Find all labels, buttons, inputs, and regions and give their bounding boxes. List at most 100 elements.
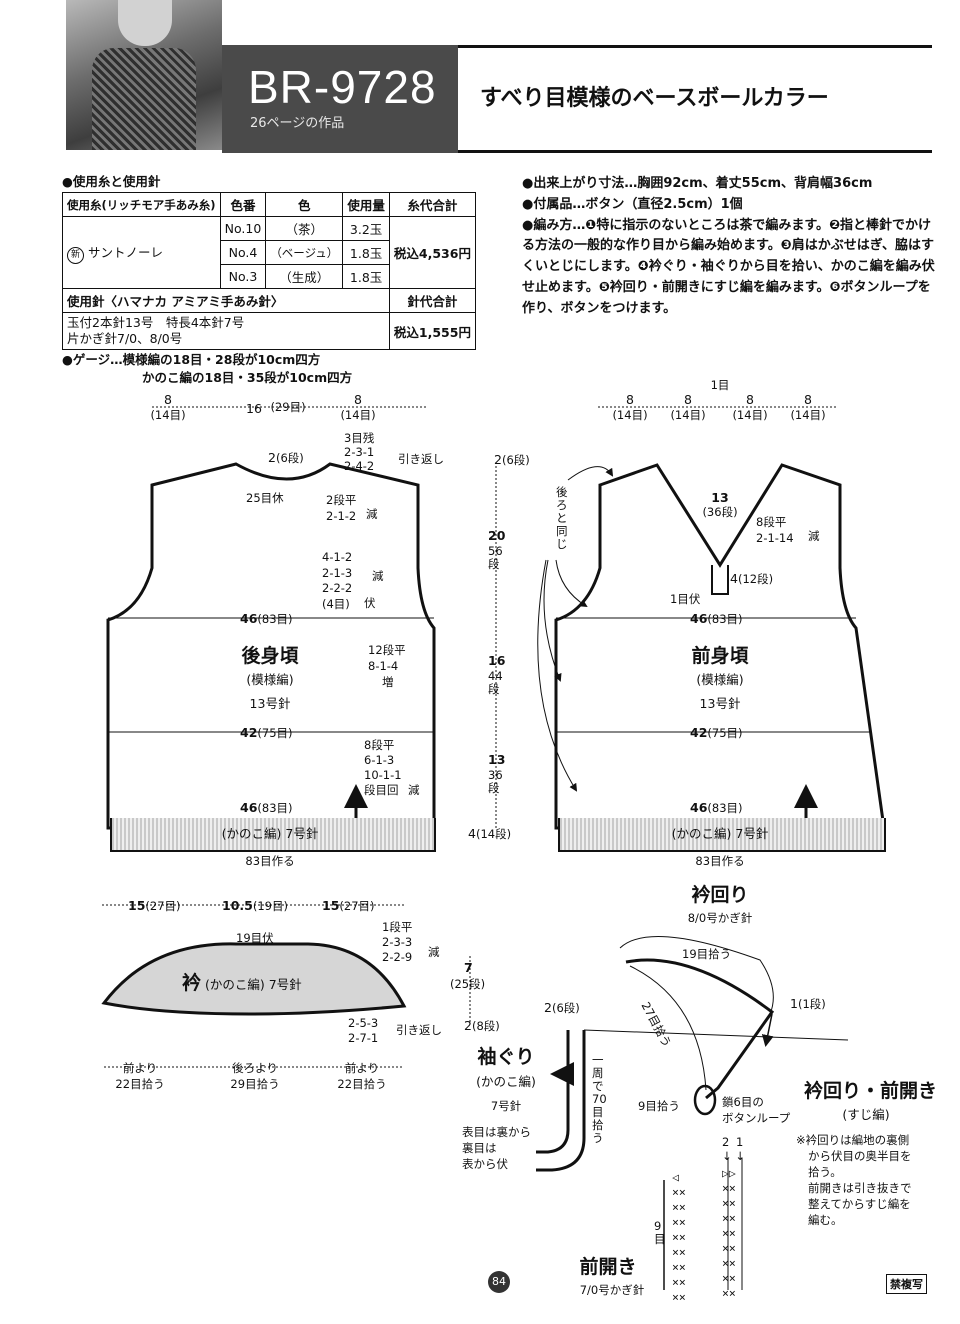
front-waist: 42(75目) bbox=[690, 725, 743, 740]
back-name: 後身頃 bbox=[241, 645, 299, 667]
placket-stitches-right: ▷▷×××××××××××××××× bbox=[722, 1166, 736, 1300]
front-pattern: (模様編) bbox=[696, 672, 744, 687]
front-body-outline bbox=[554, 463, 886, 830]
front-v-bottom: 4(12段) bbox=[730, 571, 774, 586]
back-armhole-bind: 伏 bbox=[364, 596, 376, 610]
yarn-amount: 1.8玉 bbox=[342, 240, 390, 265]
no-copy-stamp: 禁複写 bbox=[886, 1274, 927, 1294]
vdim-waist-cm: 13 bbox=[488, 752, 506, 767]
neckline-pick9: 9目拾う bbox=[638, 1099, 680, 1113]
new-mark: 新 bbox=[67, 246, 84, 264]
yarn-table: 使用糸(リッチモア手あみ糸) 色番 色 使用量 糸代合計 新 サントノーレ No… bbox=[62, 192, 477, 350]
pattern-title: すべり目模様のベースボールカラー bbox=[480, 86, 829, 111]
edge-notes: ※衿回りは編地の裏側 から伏目の奥半目を 拾う。 前開きは引き抜きで 整えてから… bbox=[796, 1133, 912, 1227]
back-rib: (かのこ編) 7号針 bbox=[221, 826, 319, 841]
neckline-hook: 8/0号かぎ針 bbox=[687, 911, 753, 925]
back-ribbing bbox=[110, 818, 436, 852]
back-dim-shoulder-r: 8 bbox=[354, 392, 362, 407]
armband-depth: 2(6段) bbox=[544, 1000, 580, 1015]
title-rule-top bbox=[458, 45, 932, 48]
placket-row-2: 2 bbox=[722, 1135, 730, 1149]
model-photo bbox=[66, 0, 222, 150]
page-number: 84 bbox=[488, 1271, 510, 1293]
collar-dim-r: 15(27目) bbox=[322, 898, 375, 913]
placket-title: 前開き bbox=[579, 1256, 637, 1278]
back-hem: 46(83目) bbox=[240, 800, 293, 815]
placket-hook: 7/0号かぎ針 bbox=[579, 1283, 645, 1297]
model-sweater bbox=[92, 48, 196, 150]
collar-dim-l: 15(27目) bbox=[128, 898, 181, 913]
needle-label: 使用針〈ハマナカ アミアミ手あみ針〉 bbox=[62, 288, 390, 313]
vdim-armhole-rows: 56段 bbox=[488, 544, 503, 571]
neckline-pick19: 19目拾う bbox=[682, 947, 732, 961]
armband-pickup: 一周で70目拾う bbox=[592, 1053, 607, 1145]
vdim-waist-rows: 36段 bbox=[488, 768, 503, 795]
collar-outline bbox=[101, 942, 407, 1016]
front-dim-3-st: (14目) bbox=[732, 408, 768, 422]
back-dim-neck-st: (29目) bbox=[270, 400, 306, 414]
back-body-outline bbox=[106, 462, 436, 830]
vdim-body-cm: 16 bbox=[488, 653, 506, 668]
collar-dec-label: 減 bbox=[428, 945, 440, 959]
front-cast-on: 83目作る bbox=[695, 854, 745, 868]
instructions: ●出来上がり寸法…胸囲92cm、着丈55cm、背肩幅36cm ●付属品…ボタン（… bbox=[522, 174, 936, 320]
back-neck-depth: 2(6段) bbox=[268, 450, 304, 465]
back-armhole-dec-label: 減 bbox=[372, 569, 384, 583]
gauge-line-1: ●ゲージ…模様編の18目・28段が10cm四方 bbox=[62, 352, 321, 367]
placket-arrows: ↓ ↓ bbox=[722, 1149, 745, 1163]
pattern-code: BR-9728 bbox=[248, 61, 437, 113]
method: ●編み方…❶特に指示のないところは茶で編みます。❷指と棒針でかける方法の一般的な… bbox=[522, 217, 935, 316]
vdim-shoulder: 2(6段) bbox=[494, 452, 530, 467]
front-dim-2-st: (14目) bbox=[670, 408, 706, 422]
finished-size: ●出来上がり寸法…胸囲92cm、着丈55cm、背肩幅36cm bbox=[522, 176, 873, 191]
front-v-depth-rows: (36段) bbox=[702, 505, 738, 519]
front-same-as-back: 後ろと同じ bbox=[556, 485, 568, 551]
collar-bottom: 2(8段) bbox=[464, 1018, 500, 1033]
back-pattern: (模様編) bbox=[246, 672, 294, 687]
back-side-dec-label: 減 bbox=[408, 783, 420, 797]
front-dim-3: 8 bbox=[746, 392, 754, 407]
vdim-body-rows: 44段 bbox=[488, 669, 503, 696]
front-name: 前身頃 bbox=[691, 645, 749, 667]
needles-line-1: 玉付2本針13号 特長4本針7号 bbox=[67, 315, 245, 330]
front-dim-1-st: (14目) bbox=[612, 408, 648, 422]
back-shoulder-label: 引き返し bbox=[398, 452, 444, 466]
vdim-armhole-cm: 20 bbox=[488, 528, 506, 543]
front-chest: 46(83目) bbox=[690, 611, 743, 626]
collar-height: 7 bbox=[464, 960, 473, 975]
front-dim-1: 8 bbox=[626, 392, 634, 407]
back-dim-shoulder-l-st: (14目) bbox=[150, 408, 186, 422]
gauge-line-2: かのこ編の18目・35段が10cm四方 bbox=[142, 370, 353, 385]
front-center-bind: 1目伏 bbox=[670, 592, 701, 606]
collar-short-rows-label: 引き返し bbox=[396, 1023, 442, 1037]
front-ribbing bbox=[558, 818, 886, 852]
button-loop: 鎖6目のボタンループ bbox=[722, 1095, 791, 1125]
back-dim-shoulder-r-st: (14目) bbox=[340, 408, 376, 422]
front-v-depth: 13 bbox=[711, 490, 729, 505]
front-dim-2: 8 bbox=[684, 392, 692, 407]
front-dim-4-st: (14目) bbox=[790, 408, 826, 422]
back-neck-dec-label: 減 bbox=[366, 507, 378, 521]
yarn-amount: 1.8玉 bbox=[342, 264, 390, 289]
collar-height-rows: (25段) bbox=[450, 977, 486, 991]
neckline-edge bbox=[625, 958, 775, 1100]
placket-row-1: 1 bbox=[736, 1135, 744, 1149]
back-dim-shoulder-l: 8 bbox=[164, 392, 172, 407]
title-rule-bottom bbox=[458, 150, 932, 153]
needles-line-2: 片かぎ針7/0、8/0号 bbox=[67, 331, 183, 346]
front-dim-4: 8 bbox=[804, 392, 812, 407]
front-rib: (かのこ編) 7号針 bbox=[671, 826, 769, 841]
back-waist: 42(75目) bbox=[240, 725, 293, 740]
vdim-rib: 4(14段) bbox=[468, 826, 512, 841]
back-chest: 46(83目) bbox=[240, 611, 293, 626]
yarn-heading: ●使用糸と使用針 bbox=[62, 174, 161, 189]
